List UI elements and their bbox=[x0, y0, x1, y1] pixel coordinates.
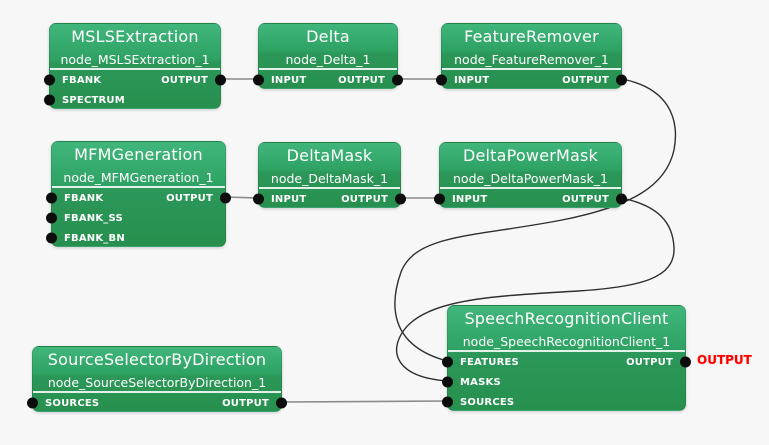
node-header-separator bbox=[33, 391, 281, 393]
output-port-label: OUTPUT bbox=[562, 74, 609, 86]
node-title: MSLSExtraction bbox=[71, 27, 199, 46]
port-row: FEATURES OUTPUT bbox=[442, 352, 691, 372]
port-row: INPUT OUTPUT bbox=[436, 70, 627, 90]
input-port-label: FBANK bbox=[64, 192, 104, 204]
port-input-masks[interactable] bbox=[442, 376, 453, 388]
connection-wire[interactable] bbox=[395, 197, 675, 382]
input-port-label: INPUT bbox=[452, 193, 488, 205]
network-output-terminal[interactable]: OUTPUT bbox=[697, 353, 752, 367]
input-port-label: MASKS bbox=[460, 376, 501, 388]
node-title: MFMGeneration bbox=[74, 145, 203, 164]
node-instance-name: node_MSLSExtraction_1 bbox=[60, 51, 210, 67]
output-port-label: OUTPUT bbox=[626, 356, 673, 368]
port-output-output[interactable] bbox=[616, 193, 627, 205]
port-output-output[interactable] bbox=[680, 356, 691, 368]
node-title: SourceSelectorByDirection bbox=[47, 350, 267, 369]
node-title: DeltaMask bbox=[286, 146, 373, 165]
port-input-input[interactable] bbox=[436, 74, 447, 86]
input-port-label: FBANK_SS bbox=[64, 212, 123, 224]
port-row: INPUT OUTPUT bbox=[253, 70, 403, 90]
port-input-spectrum[interactable] bbox=[44, 94, 55, 106]
connection-wire[interactable] bbox=[281, 400, 448, 403]
port-input-fbank-bn[interactable] bbox=[46, 232, 57, 244]
node-instance-name: node_FeatureRemover_1 bbox=[454, 51, 609, 67]
node-header-separator bbox=[259, 68, 397, 70]
port-row: INPUT OUTPUT bbox=[434, 189, 627, 209]
port-row: FBANK_SS bbox=[46, 208, 225, 228]
input-port-label: INPUT bbox=[271, 74, 307, 86]
node-instance-name: node_MFMGeneration_1 bbox=[63, 169, 214, 185]
port-input-input[interactable] bbox=[253, 193, 264, 205]
port-row: FBANK OUTPUT bbox=[44, 70, 226, 90]
node-instance-name: node_SpeechRecognitionClient_1 bbox=[462, 333, 671, 349]
port-input-features[interactable] bbox=[442, 356, 453, 368]
port-input-fbank-ss[interactable] bbox=[46, 212, 57, 224]
port-output-output[interactable] bbox=[276, 397, 287, 409]
port-input-sources[interactable] bbox=[27, 397, 38, 409]
input-port-label: FBANK_BN bbox=[64, 232, 125, 244]
port-row: FBANK OUTPUT bbox=[46, 188, 231, 208]
input-port-label: SOURCES bbox=[460, 396, 515, 408]
output-port-label: OUTPUT bbox=[338, 74, 385, 86]
node-header-separator bbox=[259, 187, 400, 189]
node-instance-name: node_DeltaPowerMask_1 bbox=[453, 170, 608, 186]
node-title: SpeechRecognitionClient bbox=[464, 309, 669, 328]
input-port-label: SOURCES bbox=[45, 397, 100, 409]
node-header-separator bbox=[440, 187, 621, 189]
node-header-separator bbox=[50, 68, 220, 70]
port-output-output[interactable] bbox=[392, 74, 403, 86]
port-row: SOURCES OUTPUT bbox=[27, 393, 287, 413]
port-row: MASKS bbox=[442, 372, 685, 392]
port-row: SOURCES bbox=[442, 392, 685, 412]
connection-wire[interactable] bbox=[394, 78, 677, 362]
port-output-output[interactable] bbox=[215, 74, 226, 86]
port-row: INPUT OUTPUT bbox=[253, 189, 406, 209]
port-row: FBANK_BN bbox=[46, 228, 225, 248]
node-instance-name: node_SourceSelectorByDirection_1 bbox=[47, 374, 267, 390]
node-header-separator bbox=[448, 350, 685, 352]
port-output-output[interactable] bbox=[395, 193, 406, 205]
input-port-label: INPUT bbox=[454, 74, 490, 86]
port-output-output[interactable] bbox=[616, 74, 627, 86]
input-port-label: FEATURES bbox=[460, 356, 519, 368]
port-output-output[interactable] bbox=[220, 192, 231, 204]
node-title: Delta bbox=[306, 27, 350, 46]
input-port-label: FBANK bbox=[62, 74, 102, 86]
node-header-separator bbox=[442, 68, 621, 70]
input-port-label: SPECTRUM bbox=[62, 94, 125, 106]
node-speech-recognition-client[interactable]: SpeechRecognitionClient node_SpeechRecogn… bbox=[442, 305, 691, 412]
node-instance-name: node_DeltaMask_1 bbox=[270, 170, 389, 186]
port-input-sources[interactable] bbox=[442, 396, 453, 408]
port-input-fbank[interactable] bbox=[46, 192, 57, 204]
output-port-label: OUTPUT bbox=[562, 193, 609, 205]
port-input-input[interactable] bbox=[253, 74, 264, 86]
output-port-label: OUTPUT bbox=[166, 192, 213, 204]
node-title: DeltaPowerMask bbox=[462, 146, 599, 165]
node-header-separator bbox=[52, 186, 225, 188]
port-input-input[interactable] bbox=[434, 193, 445, 205]
node-instance-name: node_Delta_1 bbox=[285, 51, 371, 67]
node-source-selector-by-direction[interactable]: SourceSelectorByDirection node_SourceSele… bbox=[27, 346, 287, 413]
connection-wire[interactable] bbox=[225, 196, 259, 199]
output-port-label: OUTPUT bbox=[222, 397, 269, 409]
input-port-label: INPUT bbox=[271, 193, 307, 205]
node-title: FeatureRemover bbox=[464, 27, 599, 46]
output-port-label: OUTPUT bbox=[161, 74, 208, 86]
port-input-fbank[interactable] bbox=[44, 74, 55, 86]
output-port-label: OUTPUT bbox=[341, 193, 388, 205]
port-row: SPECTRUM bbox=[44, 90, 220, 110]
